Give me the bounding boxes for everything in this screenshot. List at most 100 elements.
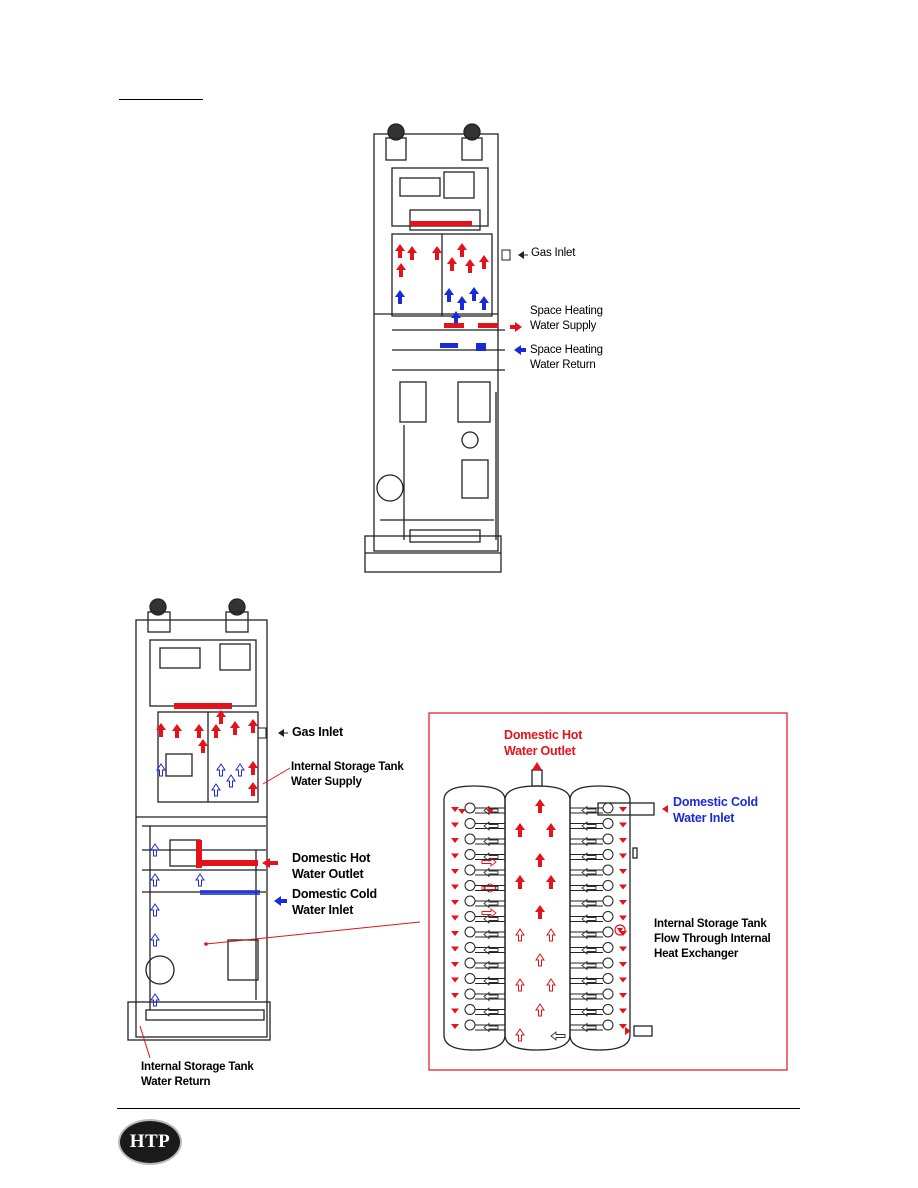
- down-arrow: [451, 838, 459, 843]
- label-dhw-outlet-line1: Domestic Hot: [292, 851, 371, 865]
- coil-loop: [464, 895, 476, 907]
- tank-cross-section: [443, 769, 655, 1051]
- up-arrow-open: [535, 1003, 545, 1017]
- coil-loop: [464, 802, 476, 814]
- label-tank-return-line1: Internal Storage Tank: [141, 1061, 254, 1073]
- down-arrow: [451, 977, 459, 983]
- coil-loop: [602, 988, 614, 1000]
- coil-loop: [602, 880, 614, 891]
- label-tank-return-line2: Water Return: [141, 1076, 211, 1088]
- coil-loop: [464, 849, 476, 860]
- up-arrow-open: [515, 978, 525, 992]
- down-arrow: [451, 822, 459, 828]
- logo-text: HTP: [129, 1131, 171, 1152]
- label-detail-hot-line2: Water Outlet: [504, 744, 576, 758]
- bottom-unit-drawing: [127, 598, 271, 1041]
- label-detail-cold-line1: Domestic Cold: [673, 795, 758, 809]
- coil-loop: [602, 833, 614, 845]
- down-arrow: [451, 1024, 459, 1029]
- footer-rule: [117, 1108, 800, 1109]
- up-arrow-open: [546, 928, 556, 942]
- down-arrow: [619, 869, 627, 874]
- coil-loop: [464, 926, 476, 938]
- coil-loop: [464, 864, 476, 876]
- flow-arrows: [451, 762, 668, 1042]
- down-arrow: [451, 946, 459, 952]
- down-arrow: [619, 1008, 627, 1014]
- outlet-arrow: [532, 762, 542, 770]
- htp-logo: HTP: [118, 1119, 182, 1165]
- coil-loop: [602, 849, 614, 860]
- up-arrow-open: [546, 978, 556, 992]
- coil-loop: [464, 942, 476, 953]
- coil-loop: [464, 973, 476, 984]
- label-tank-supply-line2: Water Supply: [291, 776, 362, 788]
- label-space-return-line1: Space Heating: [530, 344, 603, 356]
- down-arrow: [451, 915, 459, 921]
- label-dcw-inlet-line1: Domestic Cold: [292, 887, 377, 901]
- down-arrow: [619, 1024, 627, 1029]
- up-arrow-open: [515, 928, 525, 942]
- label-gas-inlet-top: Gas Inlet: [531, 247, 576, 259]
- label-detail-cold-line2: Water Inlet: [673, 811, 735, 825]
- down-arrow: [619, 807, 627, 812]
- coil-loop: [464, 1004, 476, 1015]
- down-arrow: [619, 946, 627, 952]
- label-dhw-outlet-line2: Water Outlet: [292, 867, 364, 881]
- coil-left: [464, 802, 505, 1031]
- down-arrow: [451, 869, 459, 874]
- label-space-supply-line2: Water Supply: [530, 320, 597, 332]
- label-detail-flow-line2: Flow Through Internal: [654, 933, 771, 945]
- down-arrow: [451, 900, 459, 905]
- coil-loop: [464, 957, 476, 969]
- label-detail-hot-line1: Domestic Hot: [504, 728, 583, 742]
- down-arrow: [451, 1008, 459, 1014]
- up-arrow-solid: [535, 799, 545, 813]
- flow-marker-arrow: [617, 928, 623, 933]
- up-arrow-solid: [546, 823, 556, 837]
- left-arrow: [550, 1031, 566, 1041]
- up-arrow-open: [535, 953, 545, 967]
- coil-loop: [602, 942, 614, 953]
- right-arrow: [625, 1027, 631, 1035]
- label-space-return-line2: Water Return: [530, 359, 596, 371]
- down-arrow: [619, 900, 627, 905]
- coil-loop: [464, 911, 476, 922]
- coil-loop: [602, 818, 614, 829]
- coil-loop: [602, 957, 614, 969]
- inlet-arrow: [662, 805, 668, 813]
- coil-loop: [464, 988, 476, 1000]
- down-arrow: [619, 853, 627, 859]
- down-arrow: [619, 884, 627, 890]
- coil-loop: [602, 926, 614, 938]
- coil-right: [570, 802, 614, 1031]
- coil-loop: [602, 864, 614, 876]
- label-space-supply-line1: Space Heating: [530, 305, 603, 317]
- coil-loop: [602, 895, 614, 907]
- coil-loop: [602, 1004, 614, 1015]
- label-dcw-inlet-line2: Water Inlet: [292, 903, 354, 917]
- down-arrow: [619, 977, 627, 983]
- down-arrow: [451, 931, 459, 936]
- down-arrow: [451, 993, 459, 998]
- label-detail-flow-line3: Heat Exchanger: [654, 948, 739, 960]
- down-arrow: [619, 822, 627, 828]
- label-detail-flow-line1: Internal Storage Tank: [654, 918, 767, 930]
- up-arrow-solid: [535, 853, 545, 867]
- coil-loop: [602, 1019, 614, 1031]
- up-arrow-solid: [515, 875, 525, 889]
- coil-loop: [464, 818, 476, 829]
- up-arrow-open: [515, 1028, 525, 1042]
- up-arrow-solid: [546, 875, 556, 889]
- coil-loop: [464, 833, 476, 845]
- coil-loop: [602, 911, 614, 922]
- coil-loop: [602, 973, 614, 984]
- coil-loop: [464, 880, 476, 891]
- down-arrow: [451, 884, 459, 890]
- down-arrow: [619, 962, 627, 967]
- label-gas-inlet-bottom: Gas Inlet: [292, 725, 343, 739]
- down-arrow: [619, 993, 627, 998]
- label-tank-supply-line1: Internal Storage Tank: [291, 761, 404, 773]
- down-arrow: [451, 962, 459, 967]
